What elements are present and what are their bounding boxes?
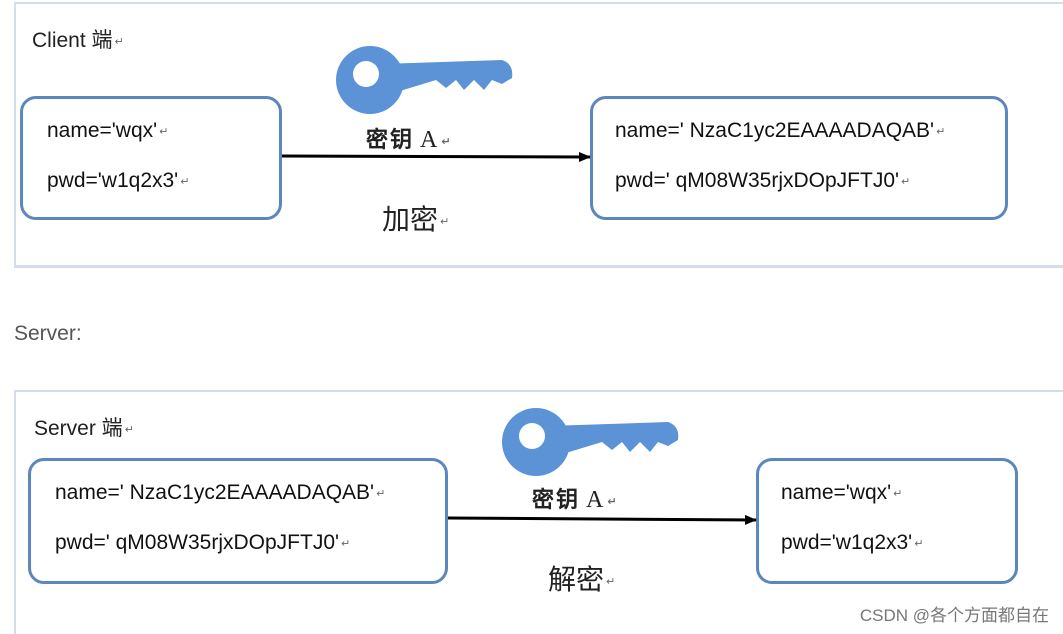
client-plaintext-pwd: pwd='w1q2x3'↵	[47, 169, 190, 192]
key-icon	[336, 46, 513, 114]
client-ciphertext-name: name=' NzaC1yc2EAAAADAQAB'↵	[615, 119, 946, 142]
server-title: Server 端↵	[34, 417, 134, 440]
client-encrypt-label: 加密↵	[382, 204, 450, 235]
server-plaintext-pwd: pwd='w1q2x3'↵	[781, 531, 924, 554]
watermark: CSDN @各个方面都自在	[859, 606, 1049, 625]
client-ciphertext-pwd: pwd=' qM08W35rjxDOpJFTJ0'↵	[615, 169, 911, 192]
client-plaintext-box: name='wqx'↵ pwd='w1q2x3'↵	[20, 96, 282, 220]
server-plaintext-box: name='wqx'↵ pwd='w1q2x3'↵	[756, 458, 1018, 584]
client-ciphertext-box: name=' NzaC1yc2EAAAADAQAB'↵ pwd=' qM08W3…	[590, 96, 1008, 220]
server-arrow	[447, 514, 757, 525]
server-plaintext-name: name='wqx'↵	[781, 481, 903, 504]
server-section-label: Server:	[14, 322, 82, 345]
server-ciphertext-box: name=' NzaC1yc2EAAAADAQAB'↵ pwd=' qM08W3…	[28, 458, 448, 584]
key-icon	[502, 408, 679, 476]
client-plaintext-name: name='wqx'↵	[47, 119, 169, 142]
server-decrypt-label: 解密↵	[548, 564, 616, 595]
server-ciphertext-pwd: pwd=' qM08W35rjxDOpJFTJ0'↵	[55, 531, 351, 554]
server-ciphertext-name: name=' NzaC1yc2EAAAADAQAB'↵	[55, 481, 386, 504]
client-arrow	[281, 151, 591, 162]
client-title: Client 端↵	[32, 29, 124, 52]
